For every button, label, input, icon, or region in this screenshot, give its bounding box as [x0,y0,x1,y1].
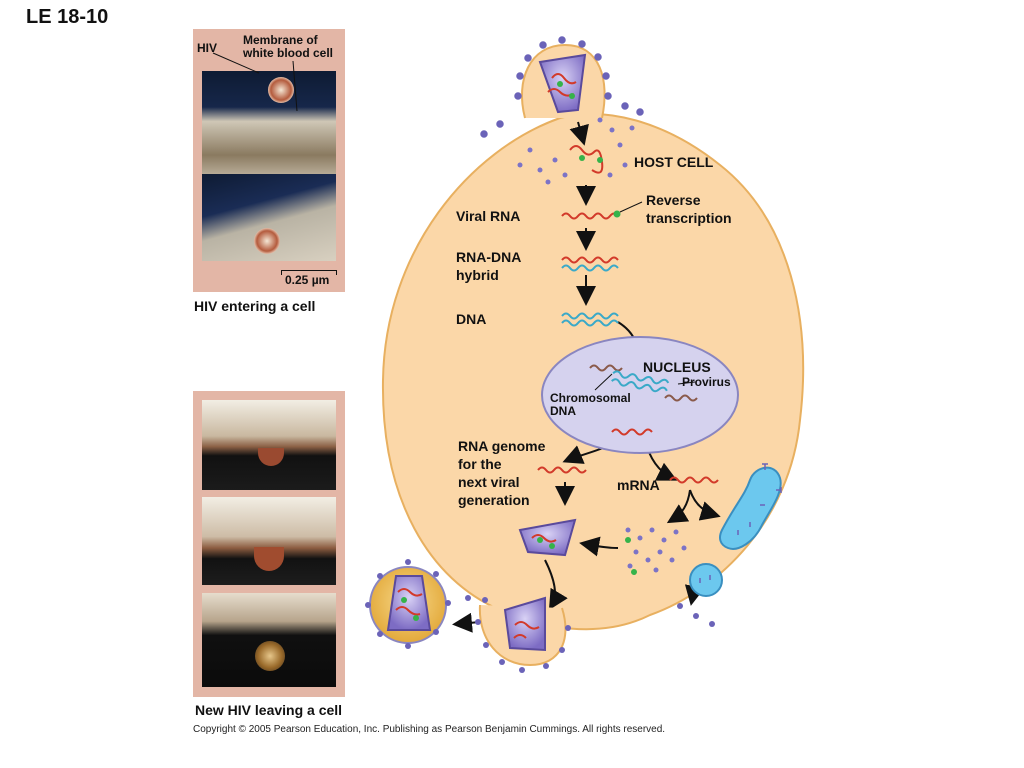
hybrid-dna [561,264,619,272]
caption-leaving: New HIV leaving a cell [195,702,343,718]
label-hiv: HIV [197,41,218,55]
dna-strand-2 [561,319,619,327]
budding-virus-3 [255,641,285,671]
entering-micrograph-panel: HIV Membrane of white blood cell 0.25 µm [193,29,345,292]
chromosomal-dna [589,364,698,402]
figure-title: LE 18-10 [26,6,109,28]
transport-vesicle [689,563,723,597]
micrograph-leaving-2 [202,497,336,585]
reverse-transcriptase [613,210,621,218]
hiv-particle [268,77,294,103]
hybrid-rna [561,256,619,264]
membrane-receptors-top [480,36,644,138]
assembling-capsid [518,518,577,557]
rna-genome-strand [537,466,587,474]
micrograph-entering-2 [202,174,336,261]
assembly-proteins [625,527,687,573]
entering-leader-lines [212,52,298,112]
copyright-notice: Copyright © 2005 Pearson Education, Inc.… [193,724,666,735]
released-proteins [517,117,635,185]
budding-virus-1 [258,448,284,466]
transcribed-rna [611,428,653,436]
label-provirus: Provirus [682,375,731,389]
glycoproteins-er [737,463,782,535]
virion-envelope-proteins [365,559,451,649]
label-chromosomal-dna: Chromosomal DNA [550,391,631,418]
virion-capsid [386,575,432,631]
scale-bar [281,270,337,275]
label-mrna: mRNA [617,477,660,493]
budding-virus-2 [254,547,284,571]
label-dna: DNA [456,311,487,327]
label-membrane: Membrane of white blood cell [243,33,334,60]
leaving-micrograph-panel [193,391,345,697]
label-host-cell: HOST CELL [634,154,714,170]
dna-strand-1 [561,312,619,320]
label-viral-rna: Viral RNA [456,208,521,224]
scale-bar-label: 0.25 µm [285,273,330,287]
hiv-particle-2 [254,228,280,254]
micrograph-entering-1 [202,71,336,191]
entering-capsid [538,53,587,114]
label-nucleus: NUCLEUS [643,359,711,375]
uncoated-rna [569,145,604,174]
budding-capsid [503,596,546,652]
mrna-strand [669,476,719,484]
label-rna-genome: RNA genome for the next viral generation [458,438,546,508]
provirus [611,370,670,393]
er-vesicle [719,466,782,550]
caption-entering: HIV entering a cell [194,298,316,314]
label-reverse-transcription: Reverse transcription [646,192,732,226]
micrograph-leaving-1 [202,400,336,490]
micrograph-leaving-3 [202,593,336,687]
label-rna-dna-hybrid: RNA-DNA hybrid [456,249,522,283]
membrane-receptors-bottom [465,595,715,673]
viral-rna-strand [561,212,619,220]
